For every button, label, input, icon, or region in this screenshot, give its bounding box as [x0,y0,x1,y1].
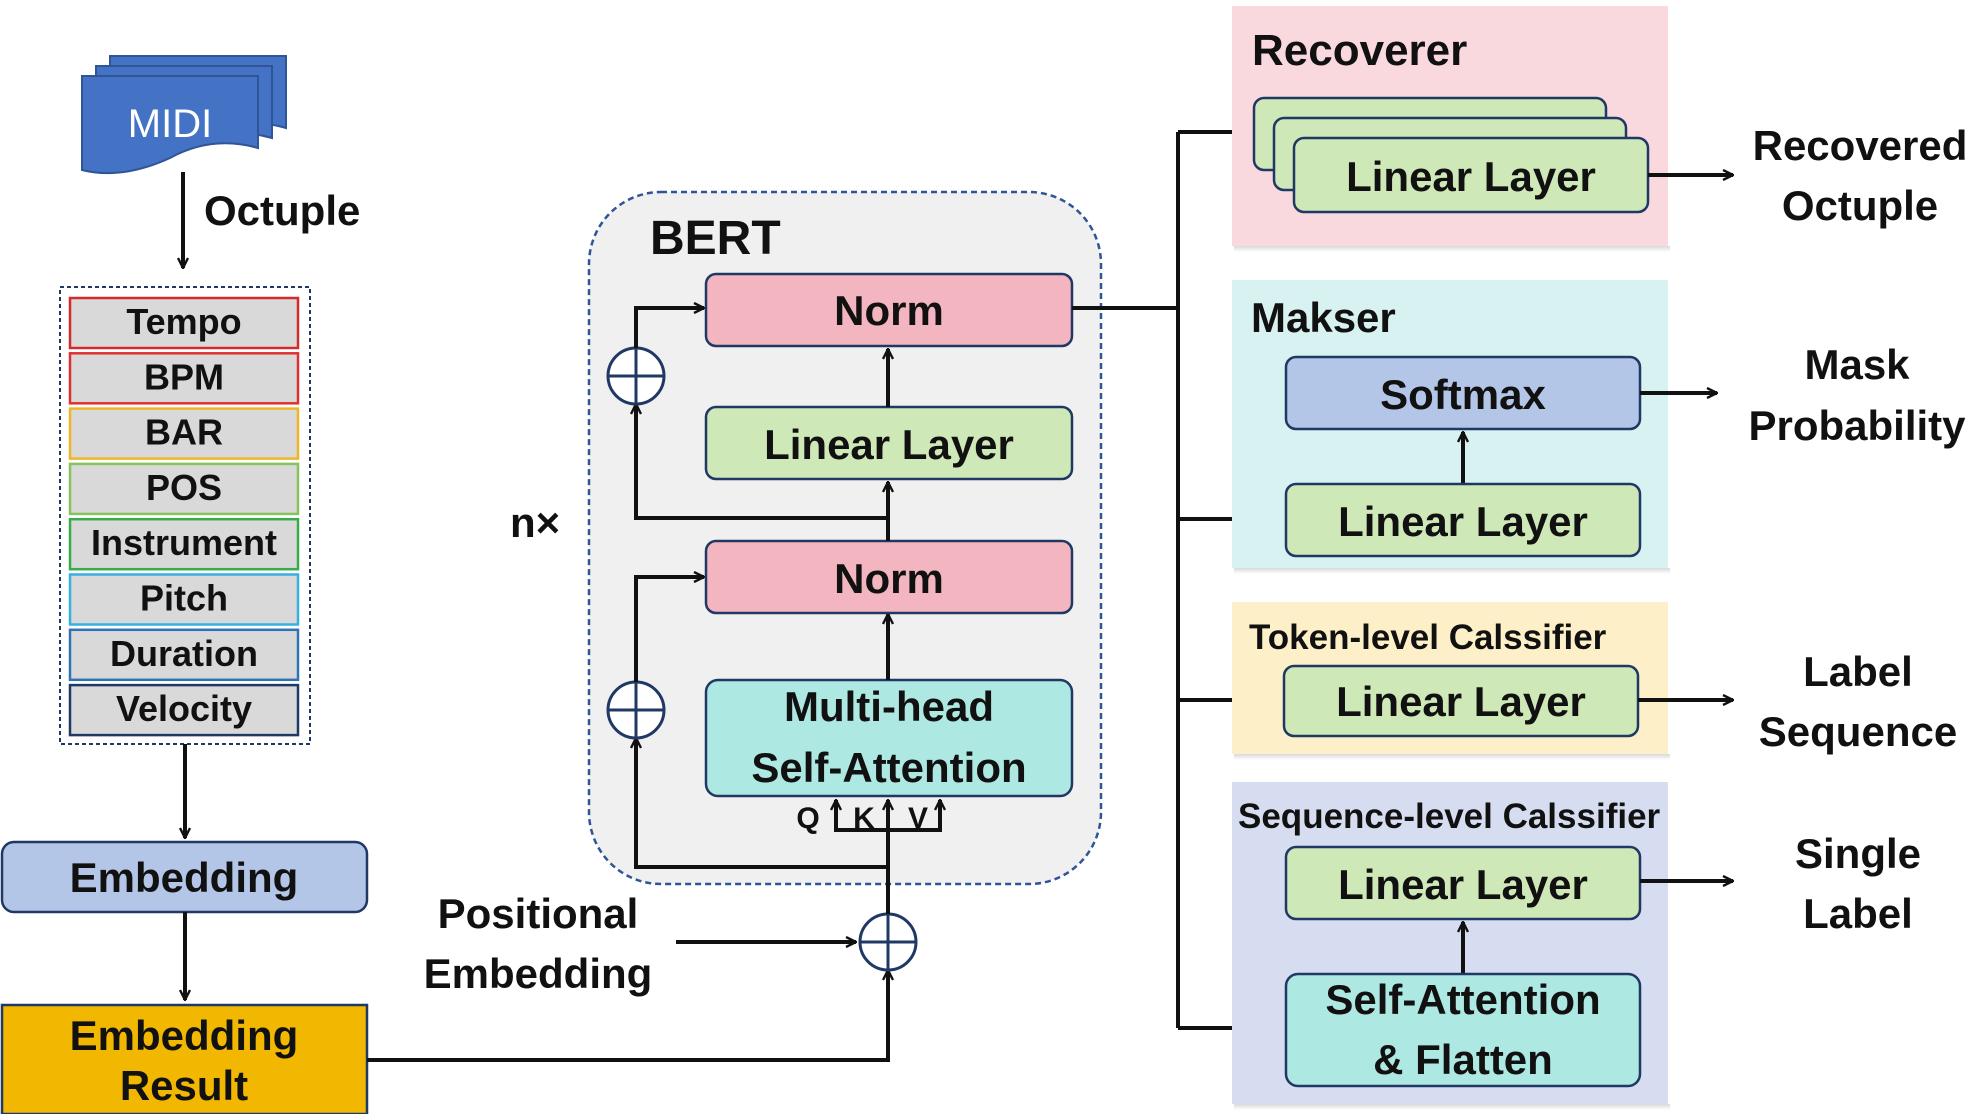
token-label-velocity: Velocity [116,688,252,729]
embedding-label: Embedding [70,854,299,901]
sequence-output-line1: Single [1795,830,1921,877]
token-output-line1: Label [1803,648,1913,695]
norm-top-label: Norm [834,287,944,334]
residual-1-to-norm-arrow [634,577,704,682]
residual-1-line [636,738,888,869]
token-label-pitch: Pitch [140,578,228,619]
token-box-instrument [68,517,300,571]
token-box-bar [68,407,300,460]
result-to-sum-arrow [367,970,888,1062]
embedding-result-line2: Result [120,1062,248,1109]
sequence-attention-line2: & Flatten [1373,1036,1553,1083]
octuple-label: Octuple [204,187,360,234]
token-label-duration: Duration [110,633,258,674]
token-linear-label: Linear Layer [1336,678,1586,725]
attention-line1: Multi-head [784,683,994,730]
token-box-pitch [68,573,300,626]
q-input-arrow [836,800,888,832]
residual-2-sum-icon [606,346,666,406]
embedding-result-line1: Embedding [70,1012,299,1059]
token-label-bpm: BPM [144,356,224,397]
masker-output-line2: Probability [1748,402,1966,449]
token-label-bar: BAR [145,412,223,453]
midi-document-icon [81,55,287,175]
masker-linear-box [1284,482,1642,558]
octuple-token-group [59,286,311,745]
positional-label-line1: Positional [438,890,639,937]
recoverer-output-line1: Recovered [1753,122,1968,169]
sequence-attention-line1: Self-Attention [1325,976,1600,1023]
v-label: V [908,802,928,835]
recoverer-output-line2: Octuple [1782,182,1938,229]
positional-sum-icon [858,912,918,972]
bert-linear-label: Linear Layer [764,421,1014,468]
embedding-result-box [0,1003,369,1114]
repeat-label: n× [510,499,560,546]
sequence-classifier-shadow [1234,1104,1670,1110]
norm-bottom-label: Norm [834,555,944,602]
positional-label-line2: Embedding [424,950,653,997]
sequence-linear-label: Linear Layer [1338,861,1588,908]
token-label-pos: POS [146,467,222,508]
bert-title: BERT [650,212,781,265]
residual-2-to-norm-arrow [634,308,704,348]
recoverer-title: Recoverer [1252,26,1467,75]
sequence-attention-box [1284,972,1642,1088]
token-box-bpm [68,352,300,405]
recoverer-shadow [1234,246,1670,252]
masker-title: Makser [1251,294,1396,341]
token-label-instrument: Instrument [91,522,277,563]
token-output-line2: Sequence [1759,708,1957,755]
token-box-tempo [68,296,300,350]
masker-output-line1: Mask [1804,341,1910,388]
v-input-arrow [888,800,940,832]
sequence-classifier-title: Sequence-level Calssifier [1238,797,1661,836]
token-classifier-shadow [1234,754,1670,760]
k-label: K [853,802,875,835]
token-box-velocity [68,683,300,737]
midi-label: MIDI [128,102,212,146]
token-classifier-title: Token-level Calssifier [1249,618,1607,657]
attention-line2: Self-Attention [751,744,1026,791]
masker-shadow [1234,568,1670,574]
recoverer-linear-label: Linear Layer [1346,153,1596,200]
token-box-duration [68,628,300,682]
sequence-output-line2: Label [1803,890,1913,937]
token-box-pos [68,462,300,516]
q-label: Q [796,802,819,835]
residual-1-sum-icon [606,680,666,740]
masker-linear-label: Linear Layer [1338,498,1588,545]
residual-2-line [636,404,888,520]
token-label-tempo: Tempo [126,301,241,342]
softmax-label: Softmax [1380,371,1546,418]
